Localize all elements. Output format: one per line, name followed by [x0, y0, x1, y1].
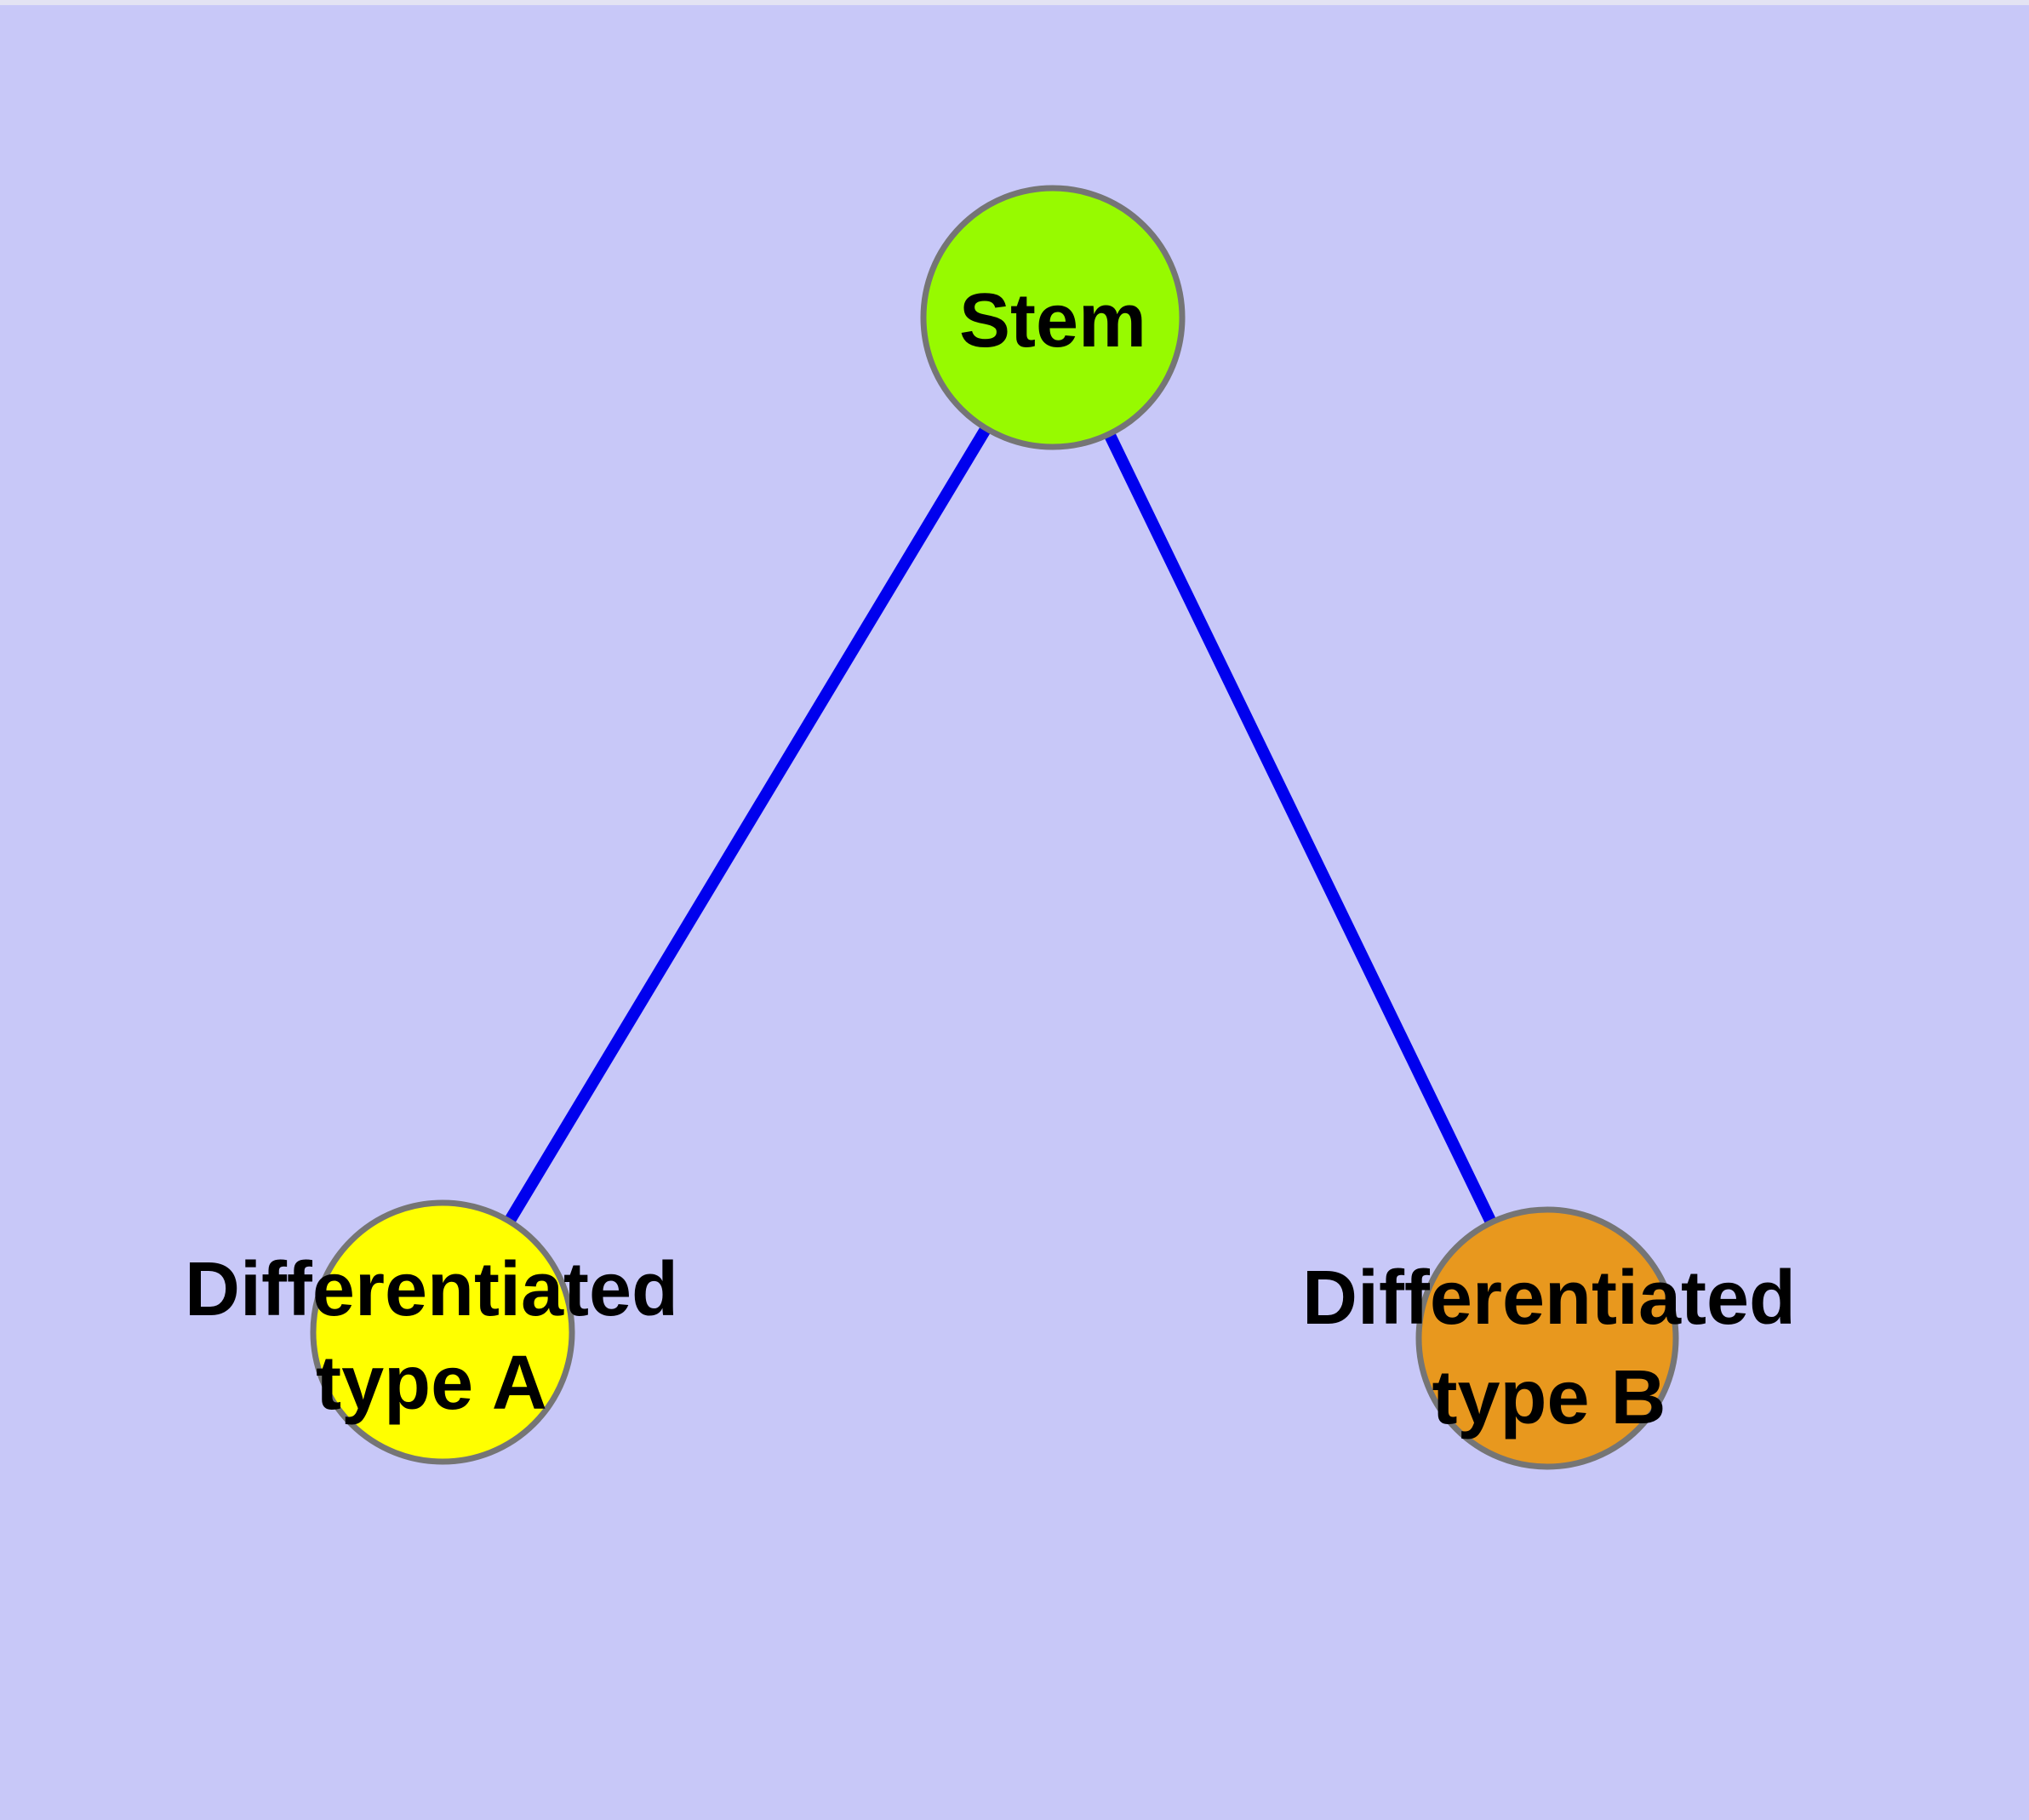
node-stem-label: Stem	[959, 278, 1146, 363]
node-type-b-label-line-1: Differentiated	[1302, 1256, 1796, 1341]
node-type-a-label-line-1: Differentiated	[185, 1247, 678, 1332]
node-stem	[920, 185, 1186, 450]
node-differentiated-type-b	[1415, 1206, 1679, 1470]
node-type-a-label-line-2: type A	[316, 1341, 547, 1426]
edge-stem-to-type-b	[1047, 314, 1553, 1342]
node-type-b-label-line-2: type B	[1432, 1355, 1666, 1440]
edge-stem-to-type-a	[437, 314, 1058, 1336]
node-differentiated-type-a	[310, 1199, 575, 1465]
top-edge-strip	[0, 0, 2029, 5]
